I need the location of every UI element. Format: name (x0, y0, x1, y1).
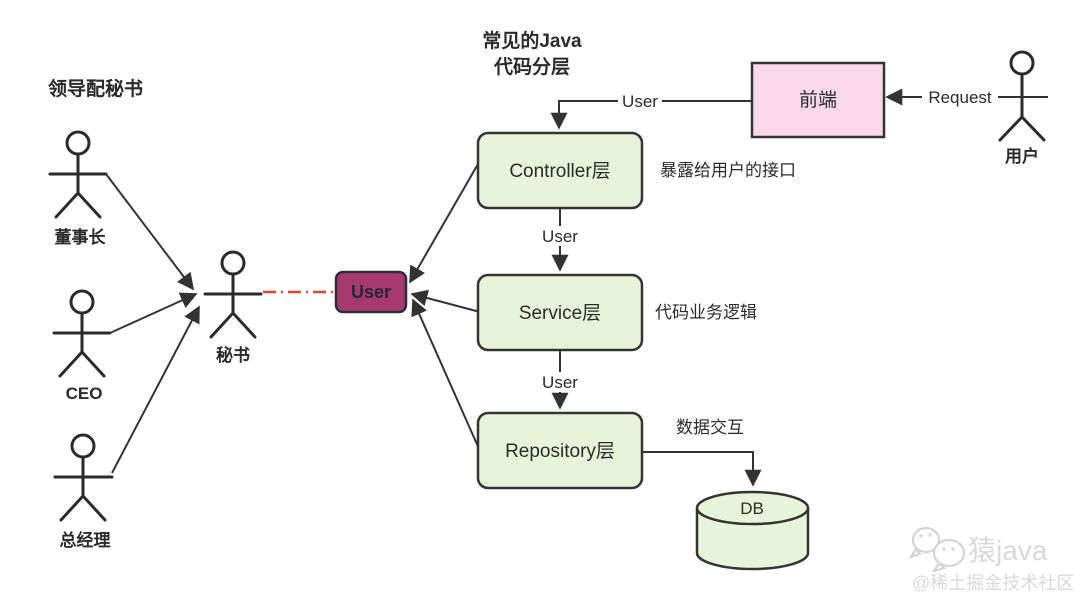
service-layer-box (476, 273, 644, 352)
ceo-actor-icon (52, 289, 112, 378)
db-label: DB (740, 499, 764, 518)
watermark-brand: 猿java (968, 535, 1048, 566)
controller-layer-label: Controller层 (509, 161, 610, 182)
end-user-actor-icon (998, 50, 1046, 142)
java-scene-title-line2: 代码分层 (493, 56, 570, 78)
user-box (334, 270, 408, 314)
general-manager-to-secretary-arrow (111, 305, 200, 474)
chairman-to-secretary-arrow (105, 173, 195, 291)
frontend-box (750, 61, 886, 139)
request-label: Request (928, 88, 992, 107)
general-manager-actor-icon (53, 433, 114, 522)
frontend-label: 前端 (799, 89, 837, 111)
repository-to-db-arrow (643, 451, 762, 487)
secretary-actor-icon (203, 250, 263, 339)
service-layer-label: Service层 (519, 303, 601, 324)
chairman-actor-icon (48, 130, 108, 219)
database-cylinder-icon (695, 490, 810, 571)
wechat-chat-bubbles-icon (908, 526, 966, 573)
repository-to-user-arrow (411, 298, 481, 452)
end-user-label: 用户 (1005, 146, 1039, 166)
java-scene-title-line1: 常见的Java (482, 29, 582, 52)
service-to-repository-label: User (542, 373, 578, 392)
general-manager-label: 总经理 (60, 530, 111, 550)
service-to-user-arrow (410, 289, 481, 313)
controller-to-user-arrow (409, 163, 479, 284)
ceo-label: CEO (66, 384, 103, 403)
ceo-to-secretary-arrow (109, 292, 198, 334)
repository-layer-box (476, 411, 644, 490)
controller-annotation: 暴露给用户的接口 (660, 161, 796, 180)
watermark-handle: @稀土掘金技术社区 (912, 573, 1074, 593)
chairman-label: 董事长 (55, 227, 107, 247)
repository-layer-label: Repository层 (505, 441, 615, 462)
controller-to-service-label-bg (538, 226, 582, 246)
user-box-label: User (351, 282, 391, 302)
frontend-to-controller-label: User (622, 92, 658, 111)
controller-layer-box (476, 131, 644, 210)
service-to-repository-label-bg (538, 372, 582, 392)
controller-to-service-label: User (542, 227, 578, 246)
frontend-to-controller-label-bg (618, 90, 662, 110)
secretary-label: 秘书 (216, 345, 250, 365)
left-scene-title: 领导配秘书 (48, 77, 143, 100)
request-label-bg (922, 86, 998, 107)
service-annotation: 代码业务逻辑 (655, 303, 757, 322)
repository-annotation: 数据交互 (676, 418, 744, 437)
frontend-to-controller-arrow (550, 100, 752, 130)
